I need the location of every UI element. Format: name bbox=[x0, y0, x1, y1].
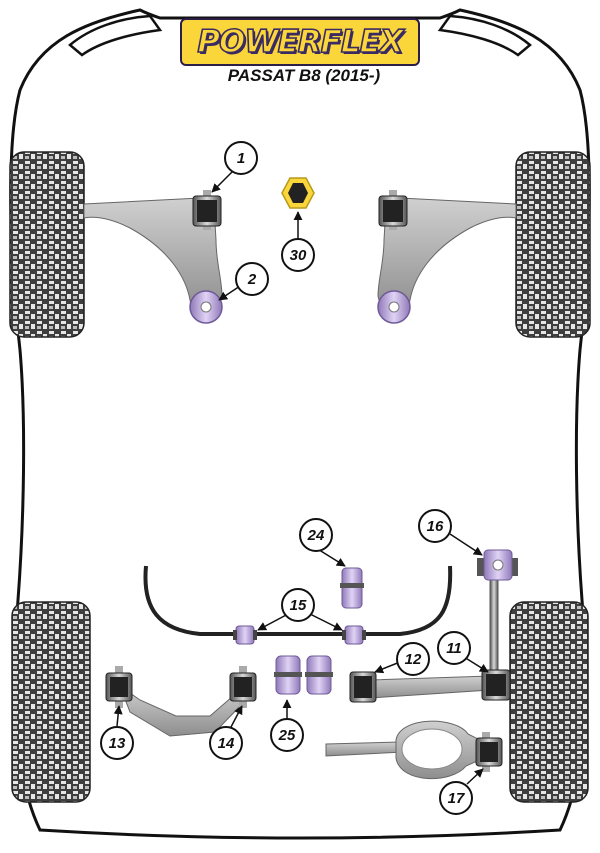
front-left-tyre bbox=[9, 151, 85, 338]
callout-part-30: 30 bbox=[281, 238, 315, 272]
svg-text:1: 1 bbox=[237, 150, 245, 167]
svg-text:17: 17 bbox=[448, 790, 465, 807]
anti-roll-bar-bush-left bbox=[233, 625, 257, 645]
callout-part-17: 17 bbox=[439, 781, 473, 815]
svg-text:30: 30 bbox=[290, 247, 307, 264]
front-right-wishbone bbox=[377, 197, 517, 314]
callout-part-25: 25 bbox=[270, 718, 304, 752]
rear-lower-arm-bush-14 bbox=[229, 666, 257, 708]
rear-track-link bbox=[349, 669, 511, 703]
callout-part-15: 15 bbox=[281, 588, 315, 622]
rear-hub-carrier bbox=[325, 720, 503, 780]
subframe-bush-24 bbox=[340, 567, 364, 609]
svg-text:16: 16 bbox=[427, 518, 444, 535]
rear-left-tyre bbox=[11, 601, 91, 803]
svg-text:14: 14 bbox=[218, 735, 235, 752]
svg-text:12: 12 bbox=[405, 651, 422, 668]
front-right-tyre bbox=[515, 151, 591, 338]
front-right-front-bush bbox=[378, 190, 408, 230]
rear-lower-arm-bush-13 bbox=[105, 666, 133, 708]
front-left-front-bush bbox=[192, 190, 222, 230]
svg-text:15: 15 bbox=[290, 597, 307, 614]
front-left-wishbone bbox=[83, 197, 223, 314]
engine-mount-insert bbox=[281, 177, 315, 209]
callout-part-12: 12 bbox=[396, 642, 430, 676]
callout-part-24: 24 bbox=[299, 518, 333, 552]
callout-part-11: 11 bbox=[437, 631, 471, 665]
rear-anti-roll-bar bbox=[143, 565, 453, 636]
logo-text: POWERFLEX bbox=[197, 23, 405, 61]
front-right-rear-bush bbox=[377, 290, 411, 324]
svg-text:13: 13 bbox=[109, 735, 126, 752]
windscreen-left bbox=[68, 14, 163, 57]
car-body-outline bbox=[9, 8, 591, 840]
windscreen-right bbox=[437, 14, 532, 57]
callout-part-1: 1 bbox=[224, 141, 258, 175]
subframe-bushes-25 bbox=[274, 655, 333, 695]
vehicle-model-title: PASSAT B8 (2015-) bbox=[227, 66, 381, 85]
leader-lines bbox=[113, 171, 489, 785]
rear-right-tyre bbox=[509, 601, 589, 803]
svg-text:25: 25 bbox=[278, 727, 296, 744]
callout-part-13: 13 bbox=[100, 726, 134, 760]
front-left-rear-bush bbox=[189, 290, 223, 324]
svg-text:24: 24 bbox=[307, 527, 325, 544]
callout-part-14: 14 bbox=[209, 726, 243, 760]
svg-text:11: 11 bbox=[446, 640, 462, 657]
callout-part-16: 16 bbox=[418, 509, 452, 543]
anti-roll-bar-bush-right bbox=[342, 625, 366, 645]
svg-text:2: 2 bbox=[247, 271, 257, 288]
powerflex-logo: POWERFLEX bbox=[180, 18, 420, 66]
callout-part-2: 2 bbox=[235, 262, 269, 296]
